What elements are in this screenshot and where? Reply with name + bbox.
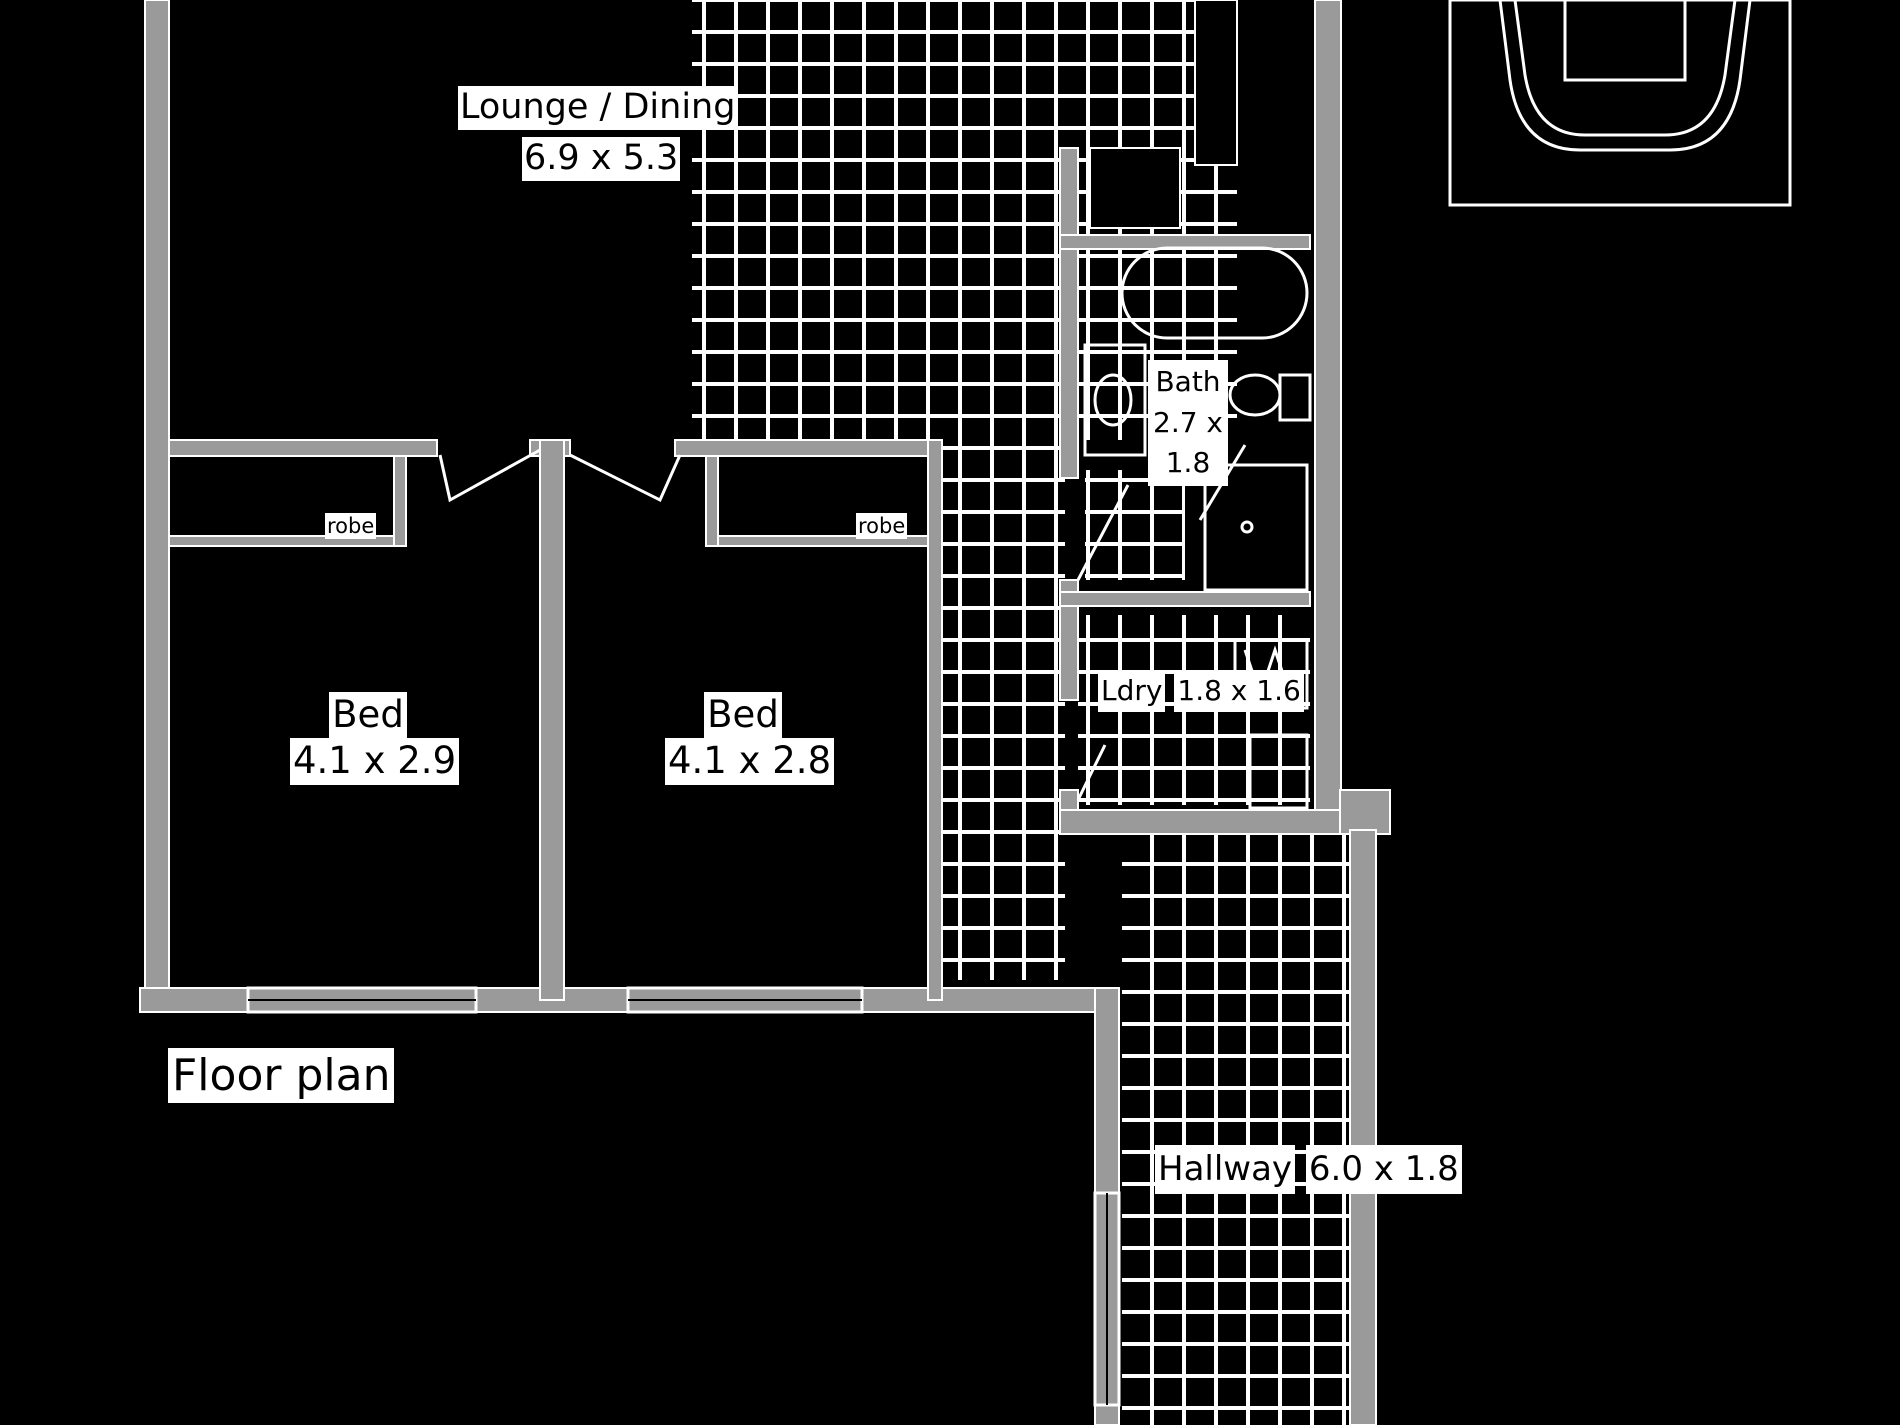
room-size: 4.1 x 2.8 (665, 738, 835, 785)
room-name: Hallway (1155, 1145, 1296, 1195)
toilet-icon (1228, 373, 1312, 422)
room-size: 6.0 x 1.8 (1305, 1145, 1462, 1195)
room-label-bath: Bath 2.7 x 1.8 (1148, 360, 1228, 486)
shower-icon (1203, 463, 1309, 592)
car-icon (1448, 0, 1792, 207)
room-size-lounge: 6.9 x 5.3 (522, 137, 681, 181)
sink-icon (1083, 343, 1147, 457)
bathtub-icon (1120, 246, 1309, 340)
laundry-tub-icon (1248, 733, 1309, 810)
room-size-continued: 1.8 (1165, 446, 1211, 480)
room-size: 2.7 x (1153, 405, 1223, 439)
doors (438, 444, 1247, 801)
room-label-lounge: Lounge / Dining (458, 86, 738, 130)
tiled-floor (692, 0, 1350, 1425)
room-size: 6.9 x 5.3 (524, 138, 679, 178)
room-name: Bed (329, 692, 407, 739)
robe-label-1: robe (325, 513, 377, 540)
robe-label-2: robe (856, 513, 908, 540)
room-label-laundry: Ldry 1.8 x 1.6 (1098, 670, 1304, 712)
room-size: 4.1 x 2.9 (290, 738, 460, 785)
walls (139, 0, 1391, 1425)
plan-caption: Floor plan (168, 1048, 395, 1103)
room-name: Lounge / Dining (460, 87, 736, 127)
room-name: Bed (704, 692, 782, 739)
room-label-hallway: Hallway 6.0 x 1.8 (1155, 1145, 1462, 1195)
room-size: 1.8 x 1.6 (1174, 670, 1304, 712)
windows (246, 986, 1121, 1407)
room-label-bed2: Bed 4.1 x 2.8 (665, 692, 835, 785)
room-label-bed1: Bed 4.1 x 2.9 (290, 692, 460, 785)
room-name: Bath (1155, 365, 1221, 398)
room-name: Ldry (1098, 670, 1166, 712)
